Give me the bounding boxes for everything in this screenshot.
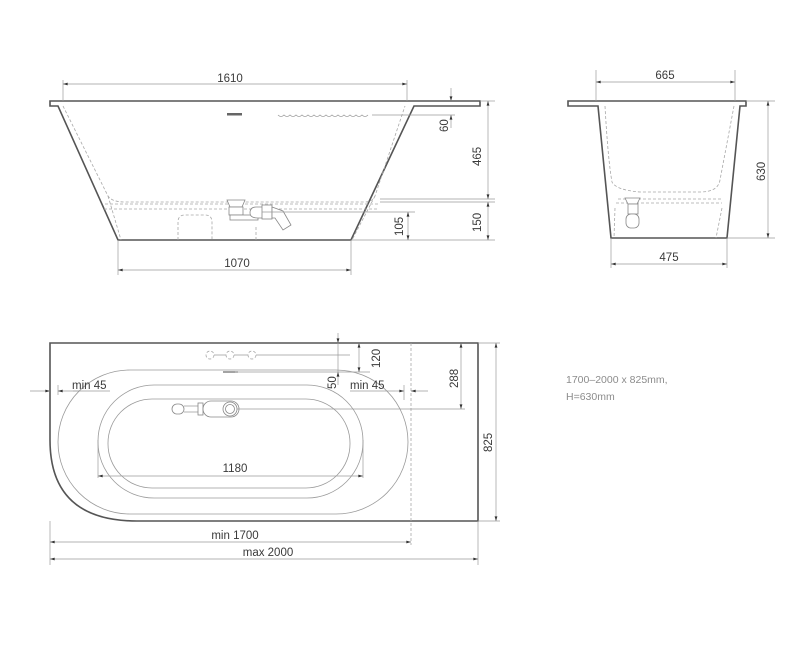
rim-edge	[57, 369, 409, 515]
dim-right-clearance: min 45	[350, 380, 385, 392]
dim-top-length: 1610	[217, 73, 243, 85]
dim-drain-offset: 288	[449, 369, 461, 388]
dim-overflow-offset: 50	[327, 376, 339, 389]
dim-end-top-width: 665	[655, 70, 674, 82]
overflow-slot	[227, 113, 242, 116]
end-view-outline	[567, 100, 747, 239]
dim-end-bottom-width: 475	[659, 252, 678, 264]
spec-note-height: H=630mm	[566, 391, 615, 403]
basin-inner	[107, 398, 351, 489]
faucet-holes	[205, 350, 350, 360]
dim-inner-depth: 465	[472, 147, 484, 166]
dim-min-length: min 1700	[211, 530, 258, 542]
plan-view: min 45 min 45 120 50 288 1180 825 min 17…	[30, 333, 500, 565]
plan-view-outline	[49, 342, 479, 522]
dim-left-clearance: min 45	[72, 380, 107, 392]
dim-bottom-length: 1070	[224, 258, 250, 270]
end-view: 665 475 630	[567, 70, 775, 268]
dim-depth: 825	[483, 433, 495, 452]
spec-note: 1700–2000 x 825mm, H=630mm	[566, 372, 668, 406]
spec-note-size: 1700–2000 x 825mm,	[566, 374, 668, 386]
dim-faucet-offset: 120	[371, 349, 383, 368]
dim-drain-height: 105	[394, 217, 406, 236]
dim-inner-length: 1180	[223, 463, 248, 475]
drain-assembly	[226, 199, 292, 231]
end-drain	[624, 197, 641, 229]
dim-max-length: max 2000	[243, 547, 294, 559]
dim-base-height: 150	[472, 213, 484, 232]
plan-drain	[171, 400, 240, 418]
dim-end-height: 630	[756, 162, 768, 181]
water-line	[277, 114, 369, 117]
side-view: 1610 1070 60 465 150 105	[49, 73, 495, 275]
dim-overflow: 60	[439, 119, 451, 132]
